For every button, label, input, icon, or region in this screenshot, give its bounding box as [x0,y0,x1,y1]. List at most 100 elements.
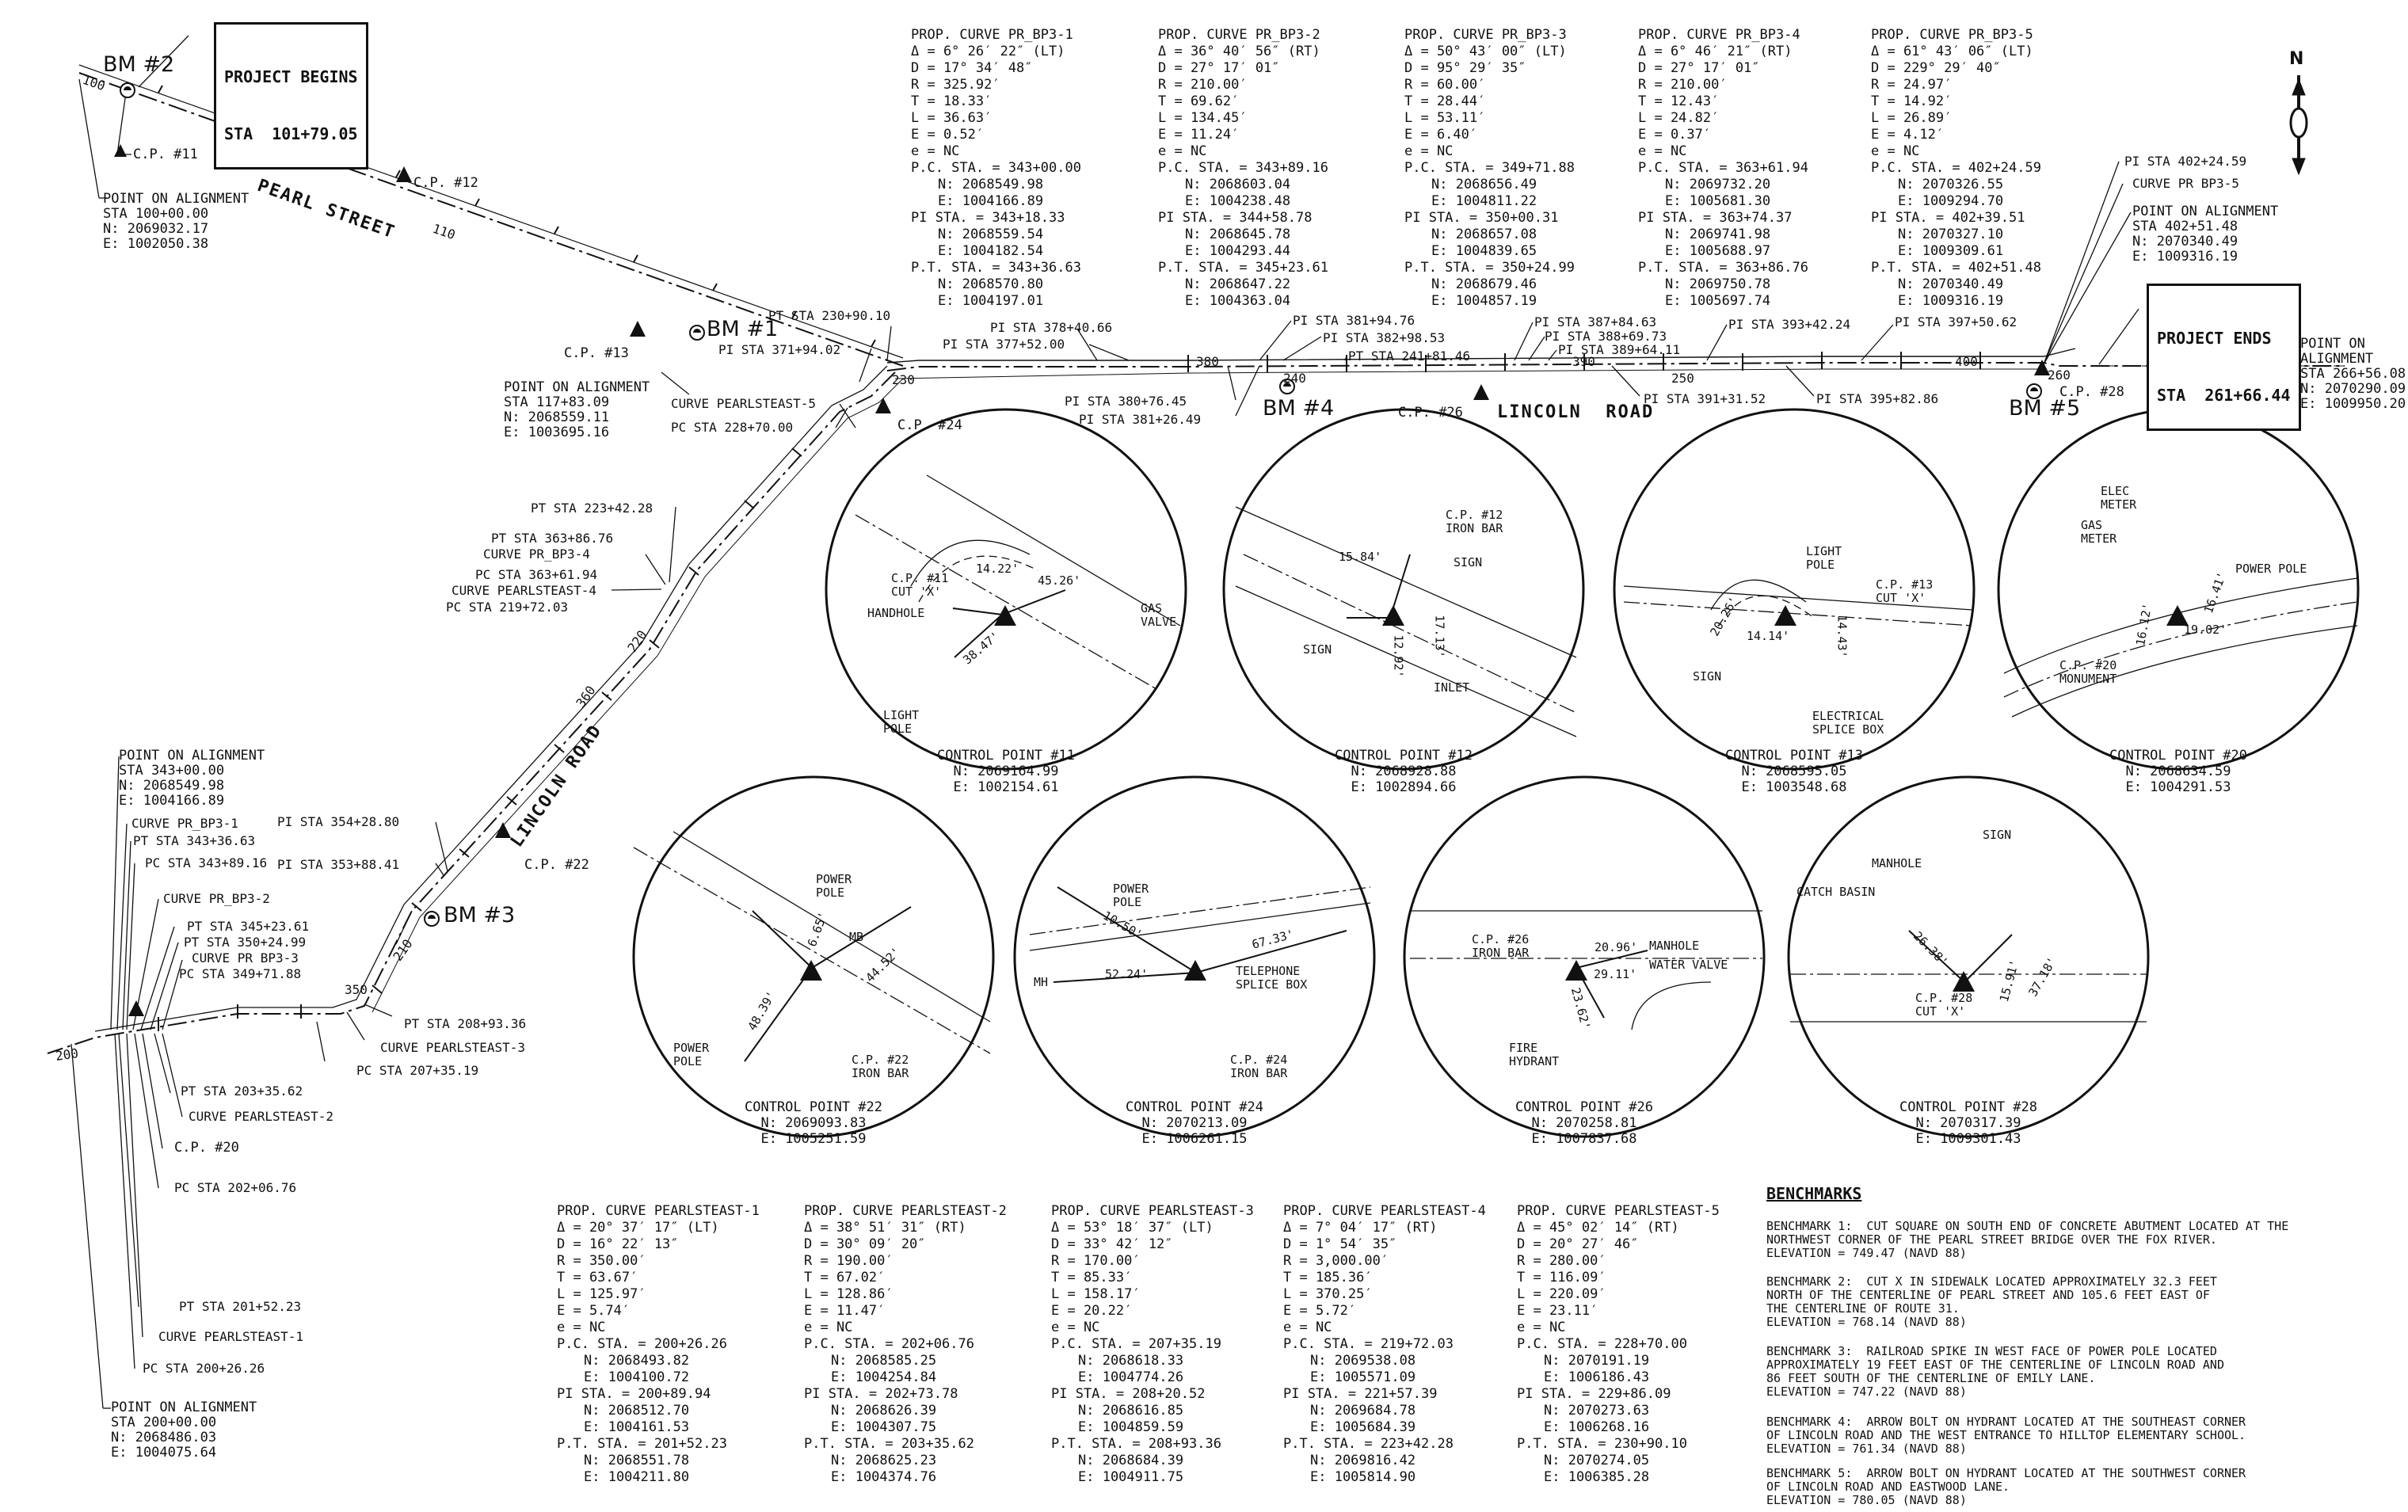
sta-pc228: PC STA 228+70.00 [671,420,794,435]
sta-pt363: PT STA 363+86.76 [491,531,614,546]
cp11-light: LIGHT POLE [883,708,920,736]
cp12-d1: 15.84' [1339,550,1382,564]
cp12-sign2: SIGN [1303,642,1332,657]
cp22-power2: POWER POLE [673,1041,710,1068]
sta-curve-pe3: CURVE PEARLSTEAST-3 [380,1040,526,1055]
sta-pi381b: PI STA 381+26.49 [1079,412,1202,427]
sta-curve-bp35: CURVE PR BP3-5 [2132,176,2239,191]
cp11-gas: GAS VALVE [1141,601,1177,629]
sta-pi381a: PI STA 381+94.76 [1293,313,1415,328]
bm2-label: BM #2 [103,52,175,77]
cp12-d2: 17.13' [1432,615,1447,658]
cp26-water: WATER VALVE [1649,958,1728,972]
sta-curve-pe4: CURVE PEARLSTEAST-4 [452,583,597,598]
sta-curve-bp34: CURVE PR_BP3-4 [483,547,590,562]
cp13-d2: 14.14' [1747,629,1790,643]
north-arrow [2289,75,2308,176]
cp24-marker: C.P. #24 [897,417,962,433]
cp13-light: LIGHT POLE [1806,544,1842,572]
sta-pi380: PI STA 380+76.45 [1065,394,1187,409]
cp11-d1: 14.22' [976,562,1019,576]
bm5-label: BM #5 [2009,396,2081,421]
cp22-mb: MB [849,930,864,944]
cp12-d3: 12.92' [1391,634,1406,678]
bm1-label: BM #1 [707,317,779,341]
benchmark-3-text: BENCHMARK 3: RAILROAD SPIKE IN WEST FACE… [1766,1344,2224,1399]
cp11-d2: 45.26' [1038,573,1081,588]
sta-curve-pe5: CURVE PEARLSTEAST-5 [671,396,817,411]
cp28-manhole: MANHOLE [1872,856,1922,870]
benchmark-1-text: BENCHMARK 1: CUT SQUARE ON SOUTH END OF … [1766,1219,2289,1260]
project-ends-station: STA 261+66.44 [2157,386,2291,405]
cp26-fire: FIRE HYDRANT [1509,1041,1560,1068]
sta-pi378: PI STA 378+40.66 [990,320,1113,335]
sta-curve-bp32: CURVE PR_BP3-2 [163,891,270,906]
project-ends-box: PROJECT ENDS STA 261+66.44 [2147,284,2301,431]
cp26-d1: 20.96' [1595,940,1638,954]
cp20-elec: ELEC METER [2101,484,2137,512]
cp24-power: POWER POLE [1113,882,1149,909]
sta-curve-pe1: CURVE PEARLSTEAST-1 [158,1329,304,1344]
sta-pi387: PI STA 387+84.63 [1534,314,1657,329]
tick-260: 260 [2048,368,2071,383]
north-label: N [2289,49,2304,69]
cp20-marker: C.P. #20 [174,1140,239,1156]
detail-linework [633,474,2358,1062]
sta-pi402: PI STA 402+24.59 [2124,154,2247,169]
project-begins-label: PROJECT BEGINS [224,67,358,86]
cp28-sign: SIGN [1983,828,2012,842]
sta-pi393: PI STA 393+42.24 [1728,317,1851,332]
sta-pi391: PI STA 391+31.52 [1644,391,1766,406]
tick-390: 390 [1572,354,1595,369]
tick-350: 350 [345,982,368,997]
bm3-label: BM #3 [444,903,516,927]
cp28-marker: C.P. #28 [2059,384,2124,400]
cp13-sign: SIGN [1693,669,1722,684]
cp20-gas: GAS METER [2081,518,2117,546]
sta-pi371: PI STA 371+94.02 [718,342,841,357]
cp13-elec: ELECTRICAL SPLICE BOX [1812,709,1884,737]
sta-pi395: PI STA 395+82.86 [1816,391,1939,406]
benchmarks-title: BENCHMARKS [1766,1184,1862,1203]
cp24-tel: TELEPHONE SPLICE BOX [1236,964,1308,992]
sta-pc363: PC STA 363+61.94 [475,567,598,582]
sta-curve-pe2: CURVE PEARLSTEAST-2 [189,1109,334,1124]
cp12-sign1: SIGN [1454,555,1483,569]
project-begins-station: STA 101+79.05 [224,124,358,143]
sta-pt208: PT STA 208+93.36 [404,1016,527,1031]
sta-pc349: PC STA 349+71.88 [179,966,302,981]
cp28-catch: CATCH BASIN [1796,885,1876,899]
tick-200: 200 [54,1045,80,1064]
sta-pt345: PT STA 345+23.61 [187,919,310,934]
cp26-d2: 29.11' [1594,967,1637,981]
tick-230: 230 [892,372,915,387]
sta-pc200: PC STA 200+26.26 [143,1361,265,1376]
cp24-d3: 52.24' [1105,967,1149,981]
survey-symbols [114,82,2050,1016]
detail-cp-symbols [800,605,2189,992]
cp20-cp-label: C.P. #20 MONUMENT [2059,658,2117,686]
benchmark-2-text: BENCHMARK 2: CUT X IN SIDEWALK LOCATED A… [1766,1274,2217,1329]
tick-380: 380 [1196,354,1219,369]
lincoln-road-name-horizontal: LINCOLN ROAD [1497,402,1655,422]
sta-pc202: PC STA 202+06.76 [174,1180,297,1195]
cp26-manhole: MANHOLE [1649,939,1700,953]
sta-pt201: PT STA 201+52.23 [179,1299,302,1314]
sta-curve-bp31: CURVE PR_BP3-1 [131,816,238,831]
